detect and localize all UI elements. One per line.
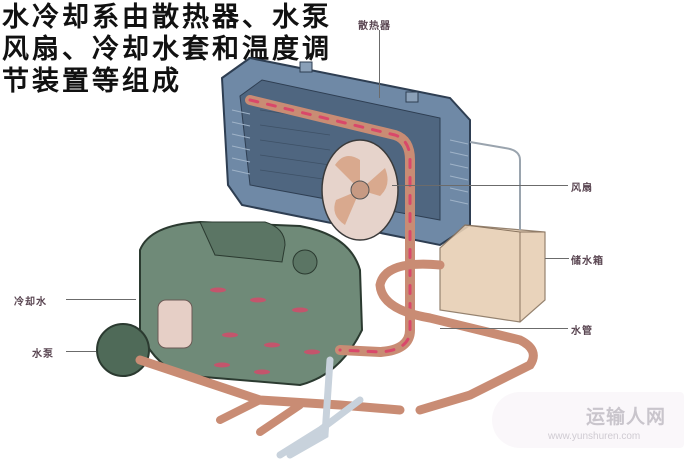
label-water-pump: 水泵 (32, 349, 54, 360)
label-water-pipe: 水管 (571, 326, 593, 337)
reservoir-illustration (439, 141, 546, 323)
pipe-illustration (135, 95, 538, 459)
fan-leader-line (392, 185, 568, 186)
fan-illustration (321, 139, 399, 241)
coolant-leader-line (66, 299, 136, 300)
water-pump-leader-line (66, 351, 96, 352)
engine-illustration (96, 220, 364, 387)
label-fan: 风扇 (571, 183, 593, 194)
watermark-url: www.yunshuren.com (548, 431, 641, 442)
watermark-name: 运输人网 (586, 406, 667, 428)
label-coolant: 冷却水 (14, 297, 47, 308)
water-pipe-leader-line (440, 328, 568, 329)
diagram-title: 水冷却系由散热器、水泵风扇、冷却水套和温度调节装置等组成 (2, 2, 332, 97)
watermark-badge (492, 392, 684, 448)
radiator-leader-line (379, 30, 380, 98)
label-radiator: 散热器 (358, 21, 391, 32)
reservoir-leader-line (545, 258, 569, 259)
label-reservoir: 储水箱 (571, 256, 604, 267)
